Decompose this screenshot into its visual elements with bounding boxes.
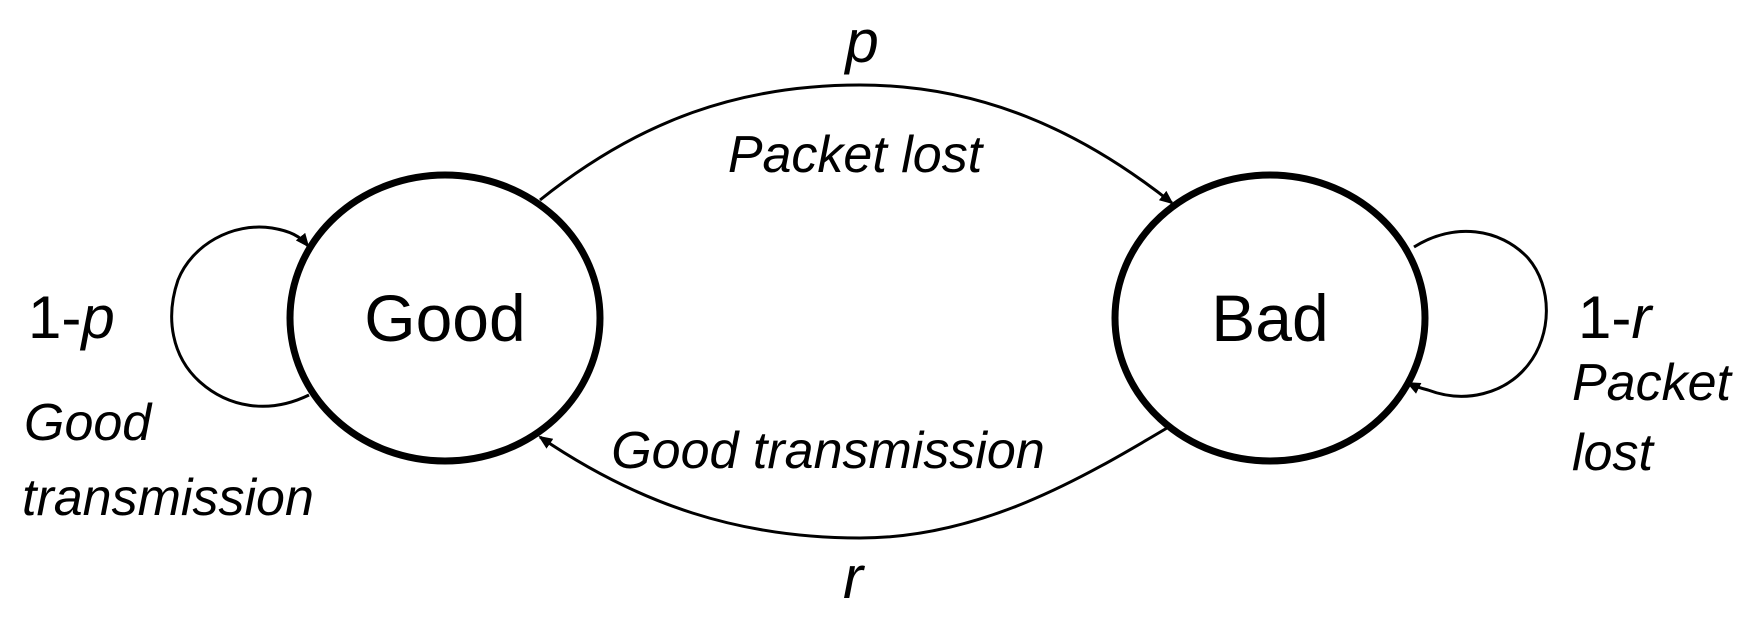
state-good-circle: [286, 171, 604, 465]
good-to-bad-event-label: Packet lost: [728, 126, 985, 184]
good-to-bad-arrow: [539, 83, 1174, 205]
state-bad: Bad: [1111, 171, 1429, 465]
state-bad-circle: [1111, 171, 1429, 465]
good-to-bad-prob-label: p: [843, 8, 878, 75]
bad-self-event-line1: Packet: [1572, 354, 1734, 412]
bad-self-prob-prefix: 1-: [1578, 284, 1631, 351]
good-self-prob-prefix: 1-: [28, 284, 81, 351]
bad-self-event-line2: lost: [1572, 424, 1655, 482]
bad-self-loop-arrow: [1406, 229, 1548, 398]
good-self-prob-label: 1-p: [28, 284, 115, 351]
state-good: Good: [286, 171, 604, 465]
good-self-event-line1: Good: [24, 394, 153, 452]
bad-self-prob-var: r: [1631, 284, 1653, 351]
state-bad-label: Bad: [1211, 281, 1328, 355]
bad-to-good-prob-label: r: [843, 544, 865, 611]
bad-self-prob-label: 1-r: [1578, 284, 1653, 351]
good-self-event-line2: transmission: [22, 469, 314, 527]
bad-to-good-arrow: [538, 423, 1173, 540]
state-good-label: Good: [364, 281, 525, 355]
bad-to-good-event-label: Good transmission: [611, 422, 1045, 480]
good-self-loop-arrow: [170, 225, 310, 408]
good-self-prob-var: p: [79, 284, 114, 351]
